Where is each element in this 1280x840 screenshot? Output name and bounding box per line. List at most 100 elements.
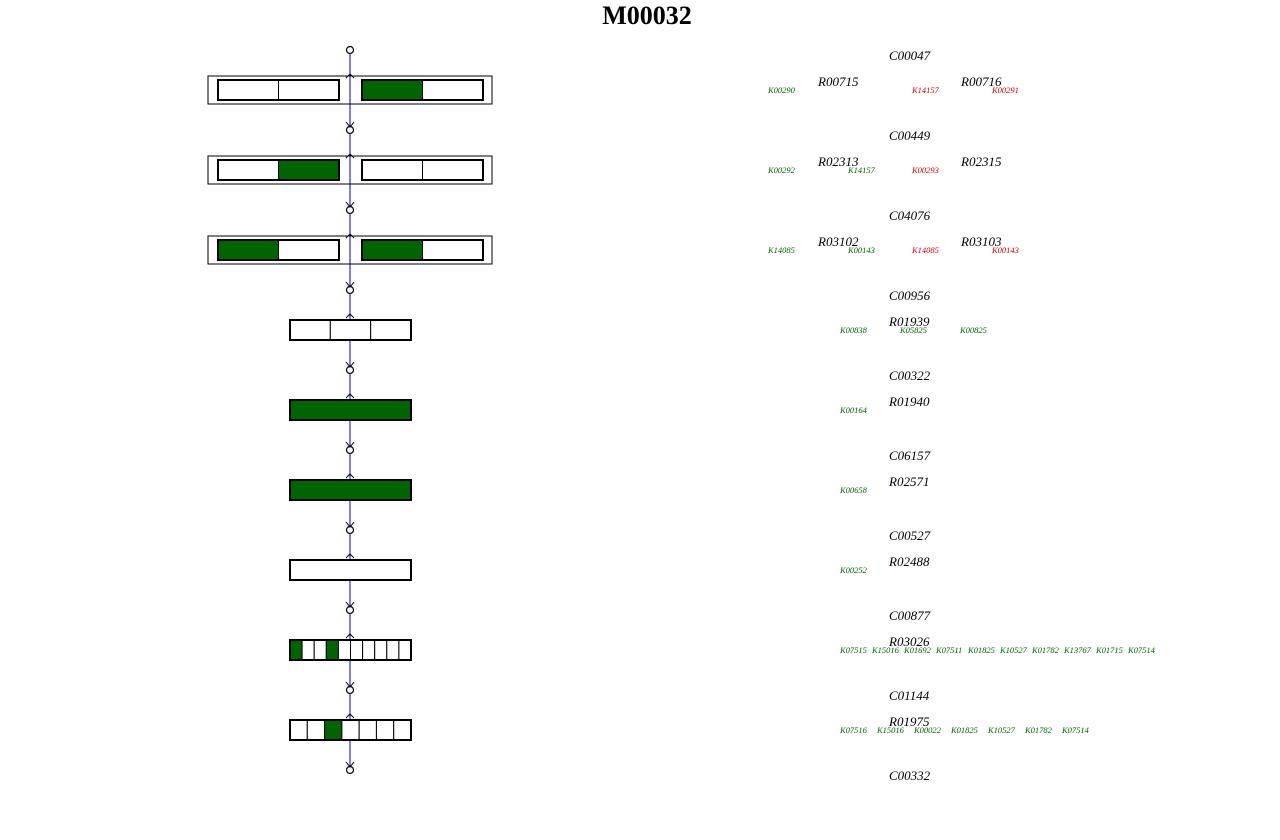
reaction-label: R02315 [961, 154, 1002, 169]
ko-label: K07515 [840, 645, 867, 655]
ko-label: K15016 [872, 645, 899, 655]
ko-label: K10527 [1000, 645, 1027, 655]
step-bar-segment [337, 639, 351, 661]
step-frame [207, 235, 493, 265]
ko-label: K07516 [840, 725, 867, 735]
ko-label: K14085 [912, 245, 939, 255]
ko-label: K00290 [768, 85, 795, 95]
arrowhead-icon [345, 761, 355, 768]
step-bar-right-outline [361, 79, 484, 101]
step-bar-right-segment [361, 159, 423, 181]
step-bar-segment [362, 639, 376, 661]
arrowhead-icon [345, 121, 355, 128]
ko-label: K00252 [840, 565, 867, 575]
step-bar-left-segment [278, 159, 340, 181]
step-bar-left-outline [217, 79, 340, 101]
arrowhead-icon [345, 361, 355, 368]
step-bar-outline [289, 479, 412, 501]
ko-label: K01715 [1096, 645, 1123, 655]
compound-label: C00322 [889, 368, 931, 383]
arrowhead-icon [345, 281, 355, 288]
step-bar-outline [289, 719, 412, 741]
ko-label: K01782 [1025, 725, 1052, 735]
arrowhead-icon [345, 153, 355, 159]
reaction-label: R02571 [889, 474, 930, 489]
ko-label: K00825 [960, 325, 987, 335]
step-bar-segment [313, 639, 327, 661]
arrowhead-icon [345, 681, 355, 688]
ko-label: K01782 [1032, 645, 1059, 655]
step-bar-right-segment [361, 239, 423, 261]
step-bar-outline [289, 639, 412, 661]
compound-label: C00527 [889, 528, 931, 543]
reaction-label: R02313 [818, 154, 859, 169]
step-bar-segment [324, 719, 343, 741]
step-bar-segment [289, 319, 331, 341]
step-bar-right-segment [422, 239, 484, 261]
ko-label: K07514 [1128, 645, 1155, 655]
reaction-label: R00716 [961, 74, 1002, 89]
compound-label: C00332 [889, 768, 931, 783]
ko-label: K07511 [936, 645, 963, 655]
step-bar-segment [370, 319, 412, 341]
compound-label: C06157 [889, 448, 931, 463]
compound-node [345, 45, 355, 55]
ko-label: K15016 [877, 725, 904, 735]
step-bar-segment [375, 719, 395, 741]
step-bar-left-segment [278, 79, 340, 101]
arrowhead-icon [345, 473, 355, 479]
arrowhead-icon [345, 521, 355, 528]
step-bar-segment [341, 719, 360, 741]
arrowhead-icon [345, 393, 355, 399]
step-bar-left-segment [278, 239, 340, 261]
step-bar-segment [301, 639, 315, 661]
step-bar-segment [289, 399, 412, 421]
ko-label: K10527 [988, 725, 1015, 735]
ko-label: K13767 [1064, 645, 1091, 655]
ko-label: K00143 [992, 245, 1019, 255]
arrowhead-icon [345, 233, 355, 239]
ko-label: K14157 [848, 165, 875, 175]
step-bar-segment [289, 559, 412, 581]
compound-label: C01144 [889, 688, 930, 703]
ko-label: K05825 [900, 325, 927, 335]
step-bar-segment [386, 639, 400, 661]
compound-label: C00877 [889, 608, 931, 623]
reaction-label: R03102 [818, 234, 859, 249]
compound-label: C00449 [889, 128, 931, 143]
arrowhead-icon [345, 633, 355, 639]
ko-label: K00658 [840, 485, 867, 495]
ko-label: K00143 [848, 245, 875, 255]
ko-label: K01825 [968, 645, 995, 655]
arrowhead-icon [345, 553, 355, 559]
step-frame [207, 155, 493, 185]
module-title: M00032 [602, 1, 692, 30]
step-bar-segment [289, 719, 308, 741]
ko-label: K07514 [1062, 725, 1089, 735]
step-bar-right-outline [361, 239, 484, 261]
step-bar-segment [289, 639, 303, 661]
step-bar-right-segment [422, 79, 484, 101]
ko-label: K00838 [840, 325, 867, 335]
compound-label: C04076 [889, 208, 931, 223]
step-bar-segment [398, 639, 412, 661]
arrowhead-icon [345, 73, 355, 79]
step-bar-outline [289, 319, 412, 341]
arrowhead-icon [345, 201, 355, 208]
reaction-label: R01939 [889, 314, 930, 329]
arrowhead-icon [345, 601, 355, 608]
step-bar-left-outline [217, 239, 340, 261]
reaction-label: R01975 [889, 714, 930, 729]
step-bar-outline [289, 399, 412, 421]
step-bar-segment [350, 639, 364, 661]
ko-label: K00291 [992, 85, 1019, 95]
step-bar-segment [393, 719, 412, 741]
ko-label: K01692 [904, 645, 931, 655]
step-bar-segment [306, 719, 326, 741]
step-bar-right-segment [422, 159, 484, 181]
step-bar-segment [325, 639, 339, 661]
ko-label: K00292 [768, 165, 795, 175]
step-frame [207, 75, 493, 105]
ko-label: K00022 [914, 725, 941, 735]
